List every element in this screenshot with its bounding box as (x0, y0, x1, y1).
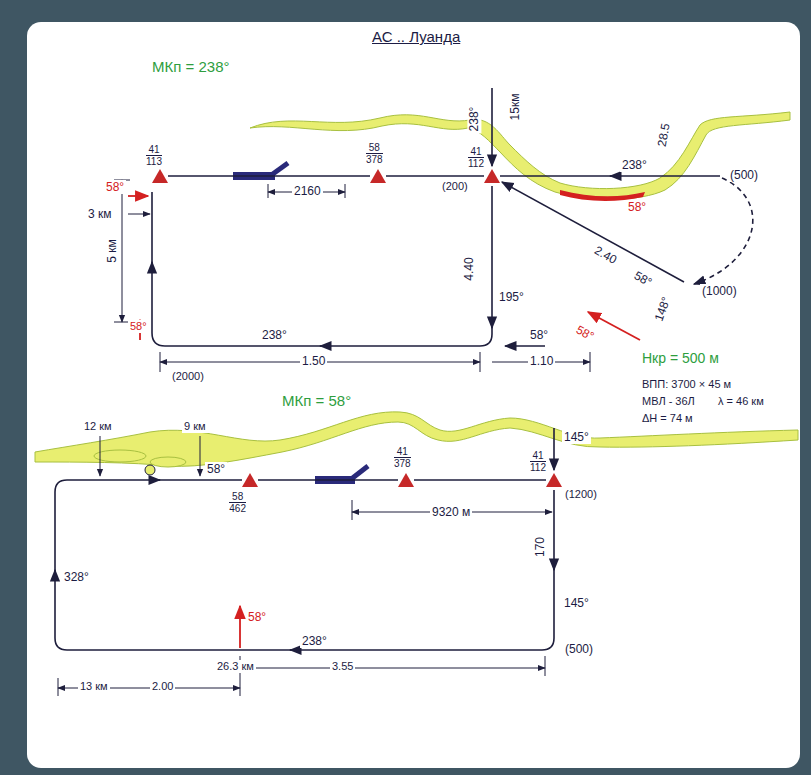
panel (27, 22, 800, 768)
dimension-label: 170 (533, 535, 547, 559)
dimension-label: 238° (300, 634, 329, 648)
triangle-shape (398, 473, 414, 487)
flight-track (168, 175, 370, 177)
beacon-triangle: 58462 (242, 473, 258, 487)
island (150, 457, 186, 467)
beacon-label: 112 (530, 462, 546, 473)
dimension-label: (200) (440, 180, 470, 193)
dimension-label: 58° (128, 320, 149, 333)
dimension-label: 15км (508, 92, 522, 123)
dimension-label: 3 км (86, 207, 114, 221)
dimension-label: 58° (626, 200, 648, 214)
beacon-label: 41 (468, 146, 484, 158)
dimension-label: 28.5 (654, 120, 673, 149)
frequency-fraction: 41112 (528, 450, 548, 473)
red-arrows (128, 196, 640, 648)
dimension-label: 9320 м (430, 505, 472, 519)
dimension-label: (500) (728, 168, 760, 182)
triangle-fill (398, 473, 414, 487)
triangle-fill (484, 169, 500, 183)
dimension-label: 1.10 (528, 354, 555, 368)
triangle-shape (484, 169, 500, 183)
beacon-label: 41 (530, 450, 546, 462)
dimension-label: 3.55 (330, 660, 355, 673)
beacon-triangle: 41112 (546, 473, 562, 487)
frequency-fraction: 58462 (227, 491, 248, 514)
course-heading: Нкр = 500 м (640, 350, 721, 366)
dimension-label: 58° (246, 610, 268, 624)
frequency-fraction: 41113 (144, 144, 164, 167)
triangle-fill (546, 473, 562, 487)
dimension-label: λ = 46 км (716, 395, 766, 408)
dimension-label: (2000) (170, 370, 206, 383)
dimension-label: (1200) (563, 488, 599, 501)
frequency-fraction: 58378 (364, 142, 385, 165)
beacon-triangle: 41113 (152, 169, 168, 183)
triangle-shape (152, 169, 168, 183)
dimension-label: 2160 (292, 184, 323, 198)
beacon-label: 58 (366, 142, 383, 154)
flight-track (258, 479, 398, 481)
dimension-label: МВЛ - 36Л (640, 395, 697, 408)
dimension-label: 58° (205, 462, 227, 476)
coastline (35, 412, 798, 466)
dimension-label: 58° (528, 328, 550, 342)
beacon-label: 378 (366, 154, 383, 165)
dimension-label: 2.00 (150, 680, 175, 693)
runway-symbol (233, 163, 368, 484)
dimension-label: 13 км (78, 680, 110, 693)
dimension-label: 26.3 км (215, 660, 256, 673)
triangle-shape (546, 473, 562, 487)
dimension-label: 58° (572, 322, 598, 345)
triangle-shape (242, 473, 258, 487)
triangle-fill (242, 473, 258, 487)
beacon-label: 58 (229, 491, 246, 503)
dimension-label: 148° (651, 293, 674, 325)
dimension-lines (58, 180, 590, 696)
dimension-label: 238° (620, 158, 649, 172)
dimension-label: 238° (467, 105, 481, 134)
dimension-label: 2.40 (590, 242, 621, 268)
dimension-label: 145° (562, 596, 591, 610)
dimension-label: 238° (260, 328, 289, 342)
dimension-label: 9 км (182, 420, 208, 433)
beacon-triangle: 41112 (484, 169, 500, 183)
beacon-triangle: 41378 (398, 473, 414, 487)
coastline (250, 112, 790, 199)
dimension-label: ВПП: 3700 × 45 м (640, 378, 733, 391)
dimension-label: (1000) (700, 284, 739, 298)
dimension-label: 145° (562, 430, 591, 444)
dimension-label: 4.40 (462, 255, 476, 282)
dimension-label: ΔН = 74 м (640, 412, 695, 425)
beacon-label: 462 (229, 503, 246, 514)
airfield-title: АС .. Луанда (370, 28, 462, 46)
flight-track (386, 175, 484, 177)
island (94, 450, 146, 462)
dimension-label: (500) (563, 642, 595, 656)
frequency-fraction: 41378 (392, 446, 413, 469)
flight-track (414, 479, 546, 481)
dimension-label: 58° (630, 268, 656, 291)
flight-tracks (55, 88, 753, 650)
dimension-label: 58° (104, 180, 126, 194)
island (145, 465, 155, 475)
dimension-label: 5 км (105, 237, 119, 265)
beacon-label: 112 (468, 158, 484, 169)
beacon-label: 113 (146, 156, 162, 167)
frequency-fraction: 41112 (466, 146, 486, 169)
course-heading: МКп = 58° (280, 392, 353, 409)
beacon-label: 41 (394, 446, 411, 458)
dimension-label: 1.50 (300, 354, 327, 368)
beacon-label: 41 (146, 144, 162, 156)
dimension-label: 195° (497, 290, 526, 304)
beacon-triangle: 58378 (370, 169, 386, 183)
triangle-fill (152, 169, 168, 183)
triangle-shape (370, 169, 386, 183)
dimension-label: 12 км (82, 420, 114, 433)
dimension-label: 328° (62, 570, 91, 584)
course-heading: МКп = 238° (150, 58, 231, 75)
triangle-fill (370, 169, 386, 183)
beacon-label: 378 (394, 458, 411, 469)
